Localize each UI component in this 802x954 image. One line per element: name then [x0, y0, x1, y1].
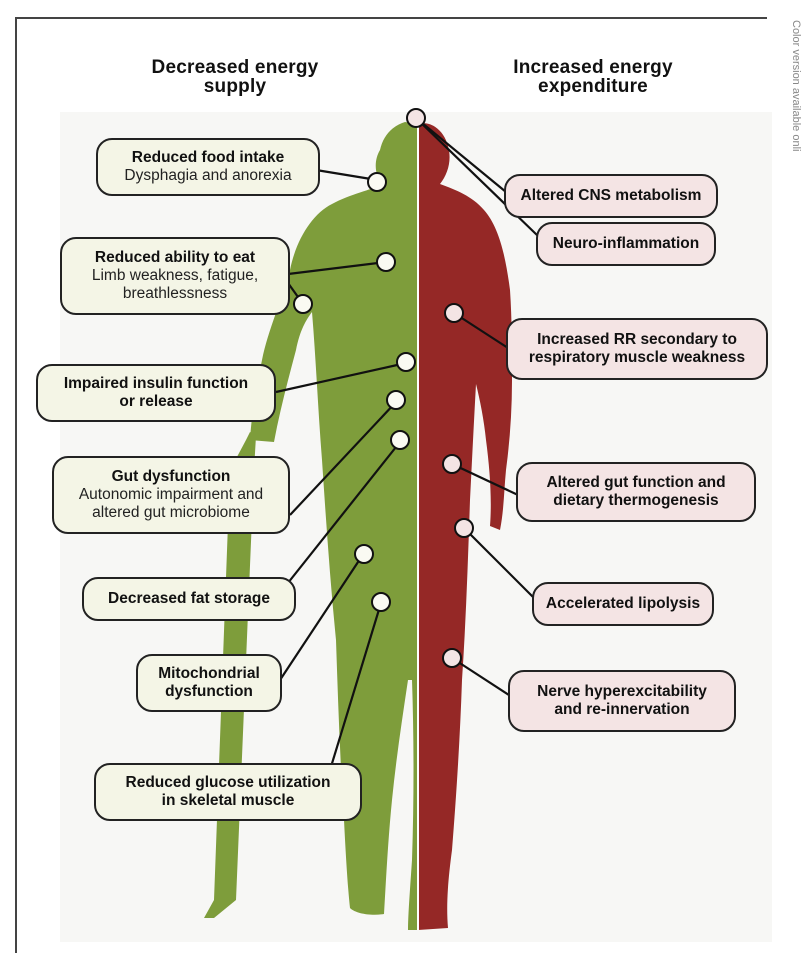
label: Altered CNS metabolism	[521, 187, 702, 205]
box-decreased-fat-storage: Decreased fat storage	[82, 577, 296, 621]
label: Nerve hyperexcitability and re-innervati…	[537, 683, 707, 719]
heading-left-line2: supply	[110, 77, 360, 96]
label: Accelerated lipolysis	[546, 595, 700, 613]
marker-arm	[294, 295, 312, 313]
marker-gut	[387, 391, 405, 409]
marker-lipo	[455, 519, 473, 537]
marker-insulin	[397, 353, 415, 371]
heading-decreased-supply: Decreased energy supply	[110, 58, 360, 96]
marker-food	[368, 173, 386, 191]
label: Increased RR secondary to respiratory mu…	[529, 331, 745, 367]
sublabel: Dysphagia and anorexia	[124, 167, 291, 185]
marker-mito	[355, 545, 373, 563]
sublabel: Limb weakness, fatigue, breathlessness	[92, 267, 258, 303]
box-reduced-ability-to-eat: Reduced ability to eat Limb weakness, fa…	[60, 237, 290, 315]
label: Mitochondrial dysfunction	[158, 665, 260, 701]
marker-glucose	[372, 593, 390, 611]
box-reduced-glucose-utilization: Reduced glucose utilization in skeletal …	[94, 763, 362, 821]
marker-rr	[445, 304, 463, 322]
marker-nerve	[443, 649, 461, 667]
box-impaired-insulin: Impaired insulin function or release	[36, 364, 276, 422]
sublabel: Autonomic impairment and altered gut mic…	[79, 486, 263, 522]
box-altered-cns-metabolism: Altered CNS metabolism	[504, 174, 718, 218]
box-reduced-food-intake: Reduced food intake Dysphagia and anorex…	[96, 138, 320, 196]
label: Reduced glucose utilization in skeletal …	[126, 774, 331, 810]
label: Decreased fat storage	[108, 590, 270, 608]
heading-left-line1: Decreased energy	[110, 58, 360, 77]
marker-head-right	[407, 109, 425, 127]
heading-increased-expenditure: Increased energy expenditure	[468, 58, 718, 96]
label: Altered gut function and dietary thermog…	[546, 474, 725, 510]
label: Impaired insulin function or release	[64, 375, 248, 411]
label: Reduced ability to eat	[95, 249, 255, 267]
label: Gut dysfunction	[112, 468, 231, 486]
box-mitochondrial-dysfunction: Mitochondrial dysfunction	[136, 654, 282, 712]
figure-divider	[417, 124, 418, 930]
heading-right-line1: Increased energy	[468, 58, 718, 77]
label: Neuro-inflammation	[553, 235, 699, 253]
box-increased-rr: Increased RR secondary to respiratory mu…	[506, 318, 768, 380]
box-gut-dysfunction: Gut dysfunction Autonomic impairment and…	[52, 456, 290, 534]
box-nerve-hyperexcitability: Nerve hyperexcitability and re-innervati…	[508, 670, 736, 732]
marker-eat	[377, 253, 395, 271]
box-altered-gut-function: Altered gut function and dietary thermog…	[516, 462, 756, 522]
box-accelerated-lipolysis: Accelerated lipolysis	[532, 582, 714, 626]
label: Reduced food intake	[132, 149, 284, 167]
marker-gutfn	[443, 455, 461, 473]
heading-right-line2: expenditure	[468, 77, 718, 96]
marker-fat	[391, 431, 409, 449]
box-neuro-inflammation: Neuro-inflammation	[536, 222, 716, 266]
